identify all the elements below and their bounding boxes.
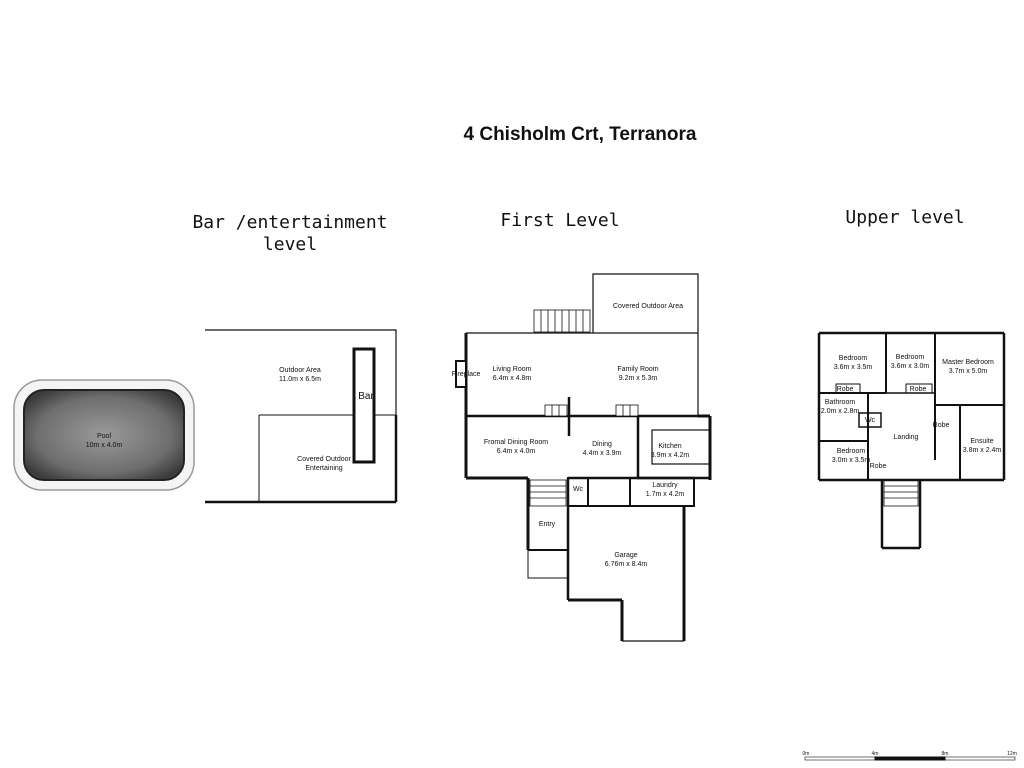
room-robe-2: Robe <box>909 386 927 393</box>
bar-counter <box>352 347 376 464</box>
level-label-bar: Bar /entertainment level <box>192 212 388 255</box>
scale-tick-0: 0m <box>802 751 810 757</box>
room-wc-upper: Wc <box>864 417 876 424</box>
fireplace-box <box>455 360 467 388</box>
room-wc-first: Wc <box>572 486 584 493</box>
pool <box>13 379 195 491</box>
room-fireplace: Fireplace <box>451 371 481 378</box>
stairs <box>529 309 919 507</box>
room-robe-4: Robe <box>869 463 887 470</box>
room-robe-1: Robe <box>836 386 854 393</box>
scale-tick-4: 4m <box>871 751 879 757</box>
room-covered-outdoor-area: Covered Outdoor Area <box>612 303 684 310</box>
upper-level-walls <box>817 331 1006 550</box>
level-label-upper: Upper level <box>845 207 965 228</box>
scale-bar <box>804 756 1016 761</box>
room-robe-3: Robe <box>932 422 950 429</box>
room-bar: Bar <box>358 391 374 402</box>
first-level-walls <box>464 273 712 642</box>
room-landing: Landing <box>893 434 919 441</box>
scale-tick-12: 12m <box>1007 751 1017 757</box>
plan-title: 4 Chisholm Crt, Terranora <box>463 124 697 145</box>
room-entry: Entry <box>538 521 556 528</box>
level-label-first: First Level <box>500 210 620 231</box>
scale-tick-8: 8m <box>941 751 949 757</box>
